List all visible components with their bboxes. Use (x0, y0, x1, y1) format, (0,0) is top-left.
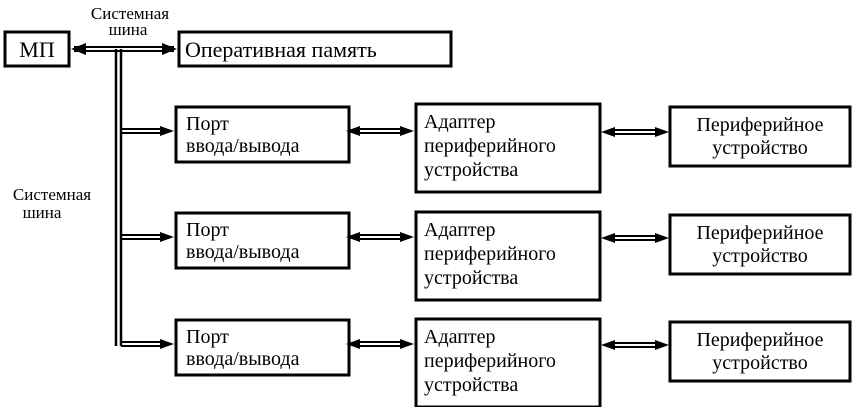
bus-label-left-2: шина (23, 203, 62, 222)
adapter-label-line-2: периферийного (424, 350, 556, 372)
bus-label-left: Системная (13, 185, 91, 204)
port-label-line-2: ввода/вывода (186, 135, 300, 157)
port-label-line-2: ввода/вывода (186, 241, 300, 263)
port-label-line-1: Порт (186, 326, 229, 348)
device-box (668, 105, 852, 168)
adapter-label-line-3: устройства (424, 374, 518, 396)
bus-label-top-line1: Системная (91, 4, 169, 23)
bus-label-left-line2: шина (23, 203, 62, 222)
bus-to-port-arrow (121, 232, 174, 242)
device-label-line-1: Периферийное (696, 222, 823, 244)
adapter-label-line-1: Адаптер (424, 326, 496, 348)
bus-mp-ram-connector (71, 43, 177, 55)
port-box (174, 318, 351, 377)
adapter-box (414, 210, 602, 302)
adapter-label-line-1: Адаптер (424, 111, 496, 133)
device-box (668, 213, 852, 276)
port-box (174, 211, 351, 270)
mp-label: МП (19, 37, 55, 62)
adapter-label-line-3: устройства (424, 159, 518, 181)
adapter-label-line-3: устройства (424, 267, 518, 289)
mp-box (3, 30, 71, 68)
port-label-line-2: ввода/вывода (186, 348, 300, 370)
device-label-line-1: Периферийное (696, 329, 823, 351)
port-label-line-1: Порт (186, 113, 229, 135)
bus-label-top-2: шина (109, 20, 148, 39)
adapter-label-line-1: Адаптер (424, 219, 496, 241)
port-adapter-link (346, 126, 414, 136)
bus-to-port-arrow (121, 126, 174, 136)
adapter-device-link (601, 340, 669, 350)
adapter-device-link (601, 127, 669, 137)
device-label-line-2: устройство (712, 352, 808, 374)
system-bus-vertical (114, 49, 123, 346)
device-label-line-1: Периферийное (696, 114, 823, 136)
adapter-box (414, 102, 602, 194)
bus-to-port-arrow (121, 339, 174, 349)
ram-box (177, 30, 453, 68)
device-box (668, 320, 852, 383)
port-label-line-1: Порт (186, 219, 229, 241)
adapter-label-line-2: периферийного (424, 135, 556, 157)
bus-label-top: Системная (91, 4, 169, 23)
bus-label-left-line1: Системная (13, 185, 91, 204)
port-box (174, 105, 351, 164)
device-label-line-2: устройство (712, 137, 808, 159)
device-label-line-2: устройство (712, 245, 808, 267)
port-adapter-link (346, 339, 414, 349)
bus-label-top-line2: шина (109, 20, 148, 39)
adapter-box (414, 317, 602, 407)
port-adapter-link (346, 232, 414, 242)
ram-label: Оперативная память (185, 37, 377, 62)
adapter-device-link (601, 233, 669, 243)
adapter-label-line-2: периферийного (424, 243, 556, 265)
